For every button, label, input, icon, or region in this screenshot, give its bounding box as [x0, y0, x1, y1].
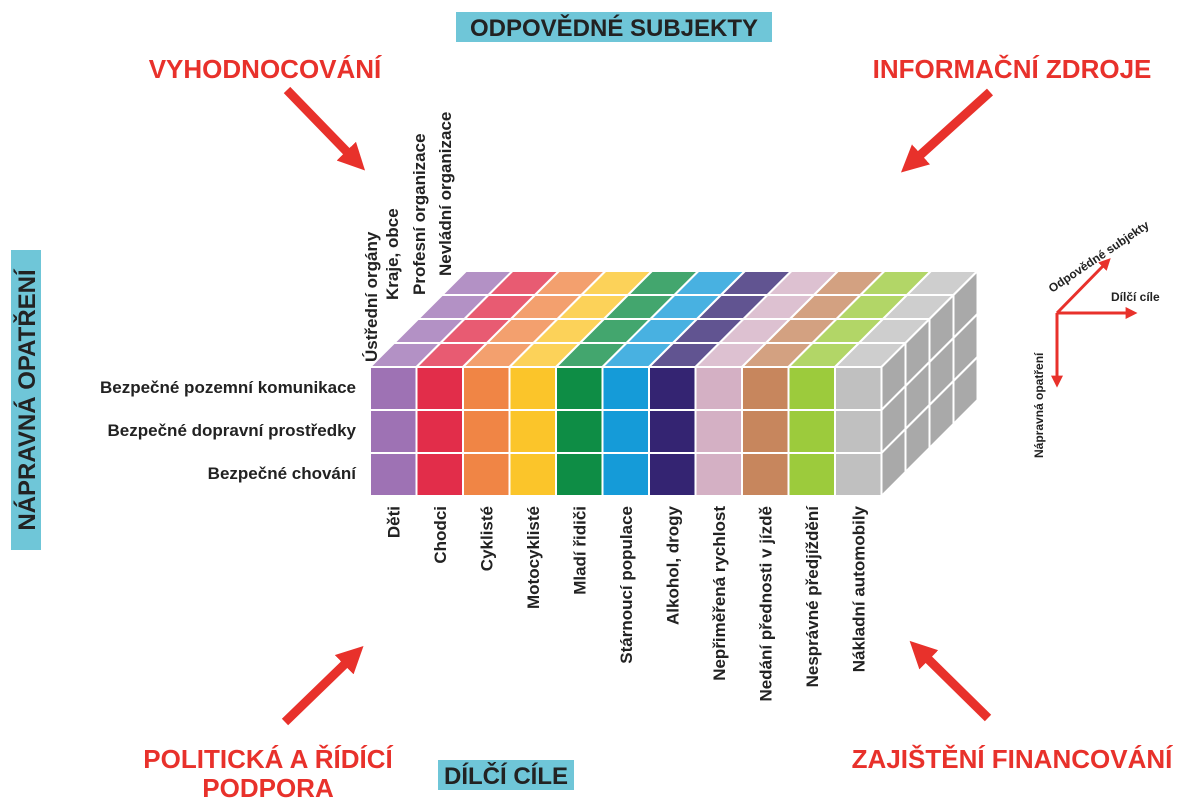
arrow-bottom-left — [281, 645, 364, 726]
cube-cell-front — [834, 452, 883, 497]
cube-cell-front — [555, 366, 604, 411]
subject-label-regions: Kraje, obce — [383, 208, 402, 300]
cube-cell-front — [369, 366, 418, 411]
cube-cell-front — [694, 409, 743, 454]
cube-cell-front — [555, 409, 604, 454]
corner-information-sources: INFORMAČNÍ ZDROJE — [873, 54, 1152, 84]
cube-cell-front — [648, 452, 697, 497]
cube-cell-front — [834, 409, 883, 454]
title-top-background — [456, 12, 772, 42]
measure-label-roads: Bezpečné pozemní komunikace — [100, 378, 356, 397]
cube-cell-front — [787, 452, 836, 497]
goal-label: Nedání přednosti v jízdě — [756, 506, 775, 702]
goal-label: Stárnoucí populace — [617, 506, 636, 664]
goal-labels: Děti Chodci Cyklisté Motocyklisté Mladí řidi… — [384, 505, 868, 702]
cube-cell-front — [555, 452, 604, 497]
title-left: NÁPRAVNÁ OPATŘENÍ — [13, 268, 41, 531]
legend-label-goals: Dílčí cíle — [1111, 290, 1160, 304]
cube-cell-front — [415, 409, 464, 454]
arrow-top-left — [283, 86, 366, 171]
subject-label-professional-orgs: Profesní organizace — [410, 133, 429, 295]
subject-label-central-bodies: Ústřední orgány — [362, 231, 381, 362]
cube-cell-front — [741, 452, 790, 497]
cube-cell-front — [601, 452, 650, 497]
legend-axis-subjects — [1055, 258, 1111, 315]
cube-cell-front — [787, 409, 836, 454]
cube-cell-front — [415, 366, 464, 411]
arrow-top-right — [900, 88, 994, 173]
goal-label: Chodci — [431, 506, 450, 564]
cube-cell-front — [462, 366, 511, 411]
corner-political-support-line2: PODPORA — [202, 773, 334, 803]
cube-cell-front — [462, 409, 511, 454]
title-top: ODPOVĚDNÉ SUBJEKTY — [470, 14, 758, 42]
cube-cell-front — [508, 452, 557, 497]
corner-political-support-line1: POLITICKÁ A ŘÍDÍCÍ — [143, 744, 393, 774]
title-bottom: DÍLČÍ CÍLE — [444, 762, 568, 790]
subject-label-ngos: Nevládní organizace — [436, 112, 455, 276]
goal-label: Alkohol, drogy — [663, 505, 682, 625]
matrix-cube — [369, 270, 979, 497]
goal-label: Nákladní automobily — [849, 505, 868, 672]
legend-label-subjects: Odpovědné subjekty — [1046, 218, 1152, 296]
corner-funding: ZAJIŠTĚNÍ FINANCOVÁNÍ — [852, 744, 1173, 774]
goal-label: Děti — [384, 506, 403, 538]
goal-label: Nepřiměřená rychlost — [710, 506, 729, 681]
cube-cell-front — [694, 366, 743, 411]
cube-cell-front — [694, 452, 743, 497]
cube-cell-front — [741, 366, 790, 411]
title-bottom-background — [438, 760, 574, 790]
cube-cell-front — [369, 409, 418, 454]
cube-cell-front — [648, 366, 697, 411]
cube-cell-front — [601, 409, 650, 454]
cube-cell-side — [880, 428, 907, 497]
cube-cell-front — [741, 409, 790, 454]
cube-cell-front — [462, 452, 511, 497]
arrow-bottom-right — [909, 640, 992, 722]
cube-cell-front — [601, 366, 650, 411]
cube-cell-front — [508, 409, 557, 454]
legend-label-measures: Nápravná opatření — [1032, 352, 1046, 458]
cube-cell-front — [415, 452, 464, 497]
cube-cell-front — [508, 366, 557, 411]
corner-evaluation: VYHODNOCOVÁNÍ — [149, 54, 382, 84]
measure-label-vehicles: Bezpečné dopravní prostředky — [108, 421, 357, 440]
title-left-background — [11, 250, 41, 550]
goal-label: Nesprávné předjíždění — [803, 505, 822, 688]
goal-label: Cyklisté — [477, 506, 496, 571]
cube-cell-front — [787, 366, 836, 411]
goal-label: Motocyklisté — [524, 506, 543, 609]
goal-label: Mladí řidiči — [570, 506, 589, 595]
measure-label-behaviour: Bezpečné chování — [208, 464, 358, 483]
cube-cell-front — [648, 409, 697, 454]
cube-cell-front — [369, 452, 418, 497]
cube-cell-front — [834, 366, 883, 411]
